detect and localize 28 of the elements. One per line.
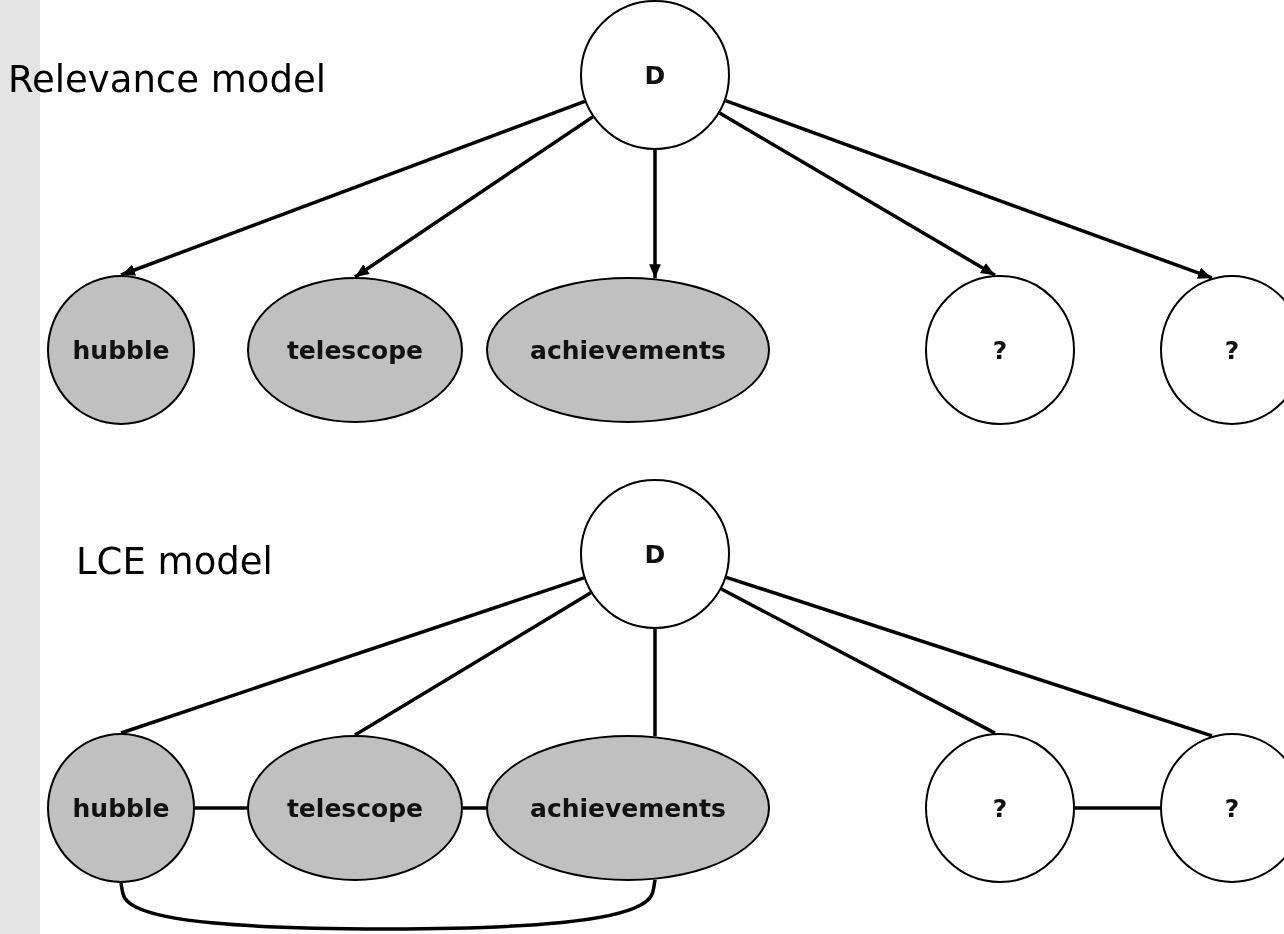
connector-line <box>195 806 247 810</box>
node-label: hubble <box>72 793 170 823</box>
node-label: ? <box>992 335 1008 365</box>
node-label: ? <box>1224 335 1240 365</box>
connector-line <box>653 629 657 737</box>
connector-line <box>354 591 592 737</box>
node-label: ? <box>1224 793 1240 823</box>
node-label: telescope <box>286 335 424 365</box>
connector-line <box>120 576 585 735</box>
arrow <box>120 99 586 277</box>
node-label: hubble <box>72 335 170 365</box>
connector-line <box>1075 806 1160 810</box>
node-label: D <box>644 539 666 569</box>
node-label: achievements <box>530 793 726 823</box>
model-title: Relevance model <box>8 58 326 101</box>
arrow <box>718 111 996 277</box>
node-label: telescope <box>286 793 424 823</box>
connector-line <box>119 879 657 931</box>
node-label: D <box>644 60 666 90</box>
arrow <box>649 150 661 279</box>
model-title: LCE model <box>76 540 273 583</box>
node-label: ? <box>992 793 1008 823</box>
connector-line <box>725 575 1213 738</box>
arrow <box>354 115 594 279</box>
connector-line <box>720 587 996 735</box>
connector-line <box>463 806 486 810</box>
node-label: achievements <box>530 335 726 365</box>
arrow <box>724 99 1213 280</box>
